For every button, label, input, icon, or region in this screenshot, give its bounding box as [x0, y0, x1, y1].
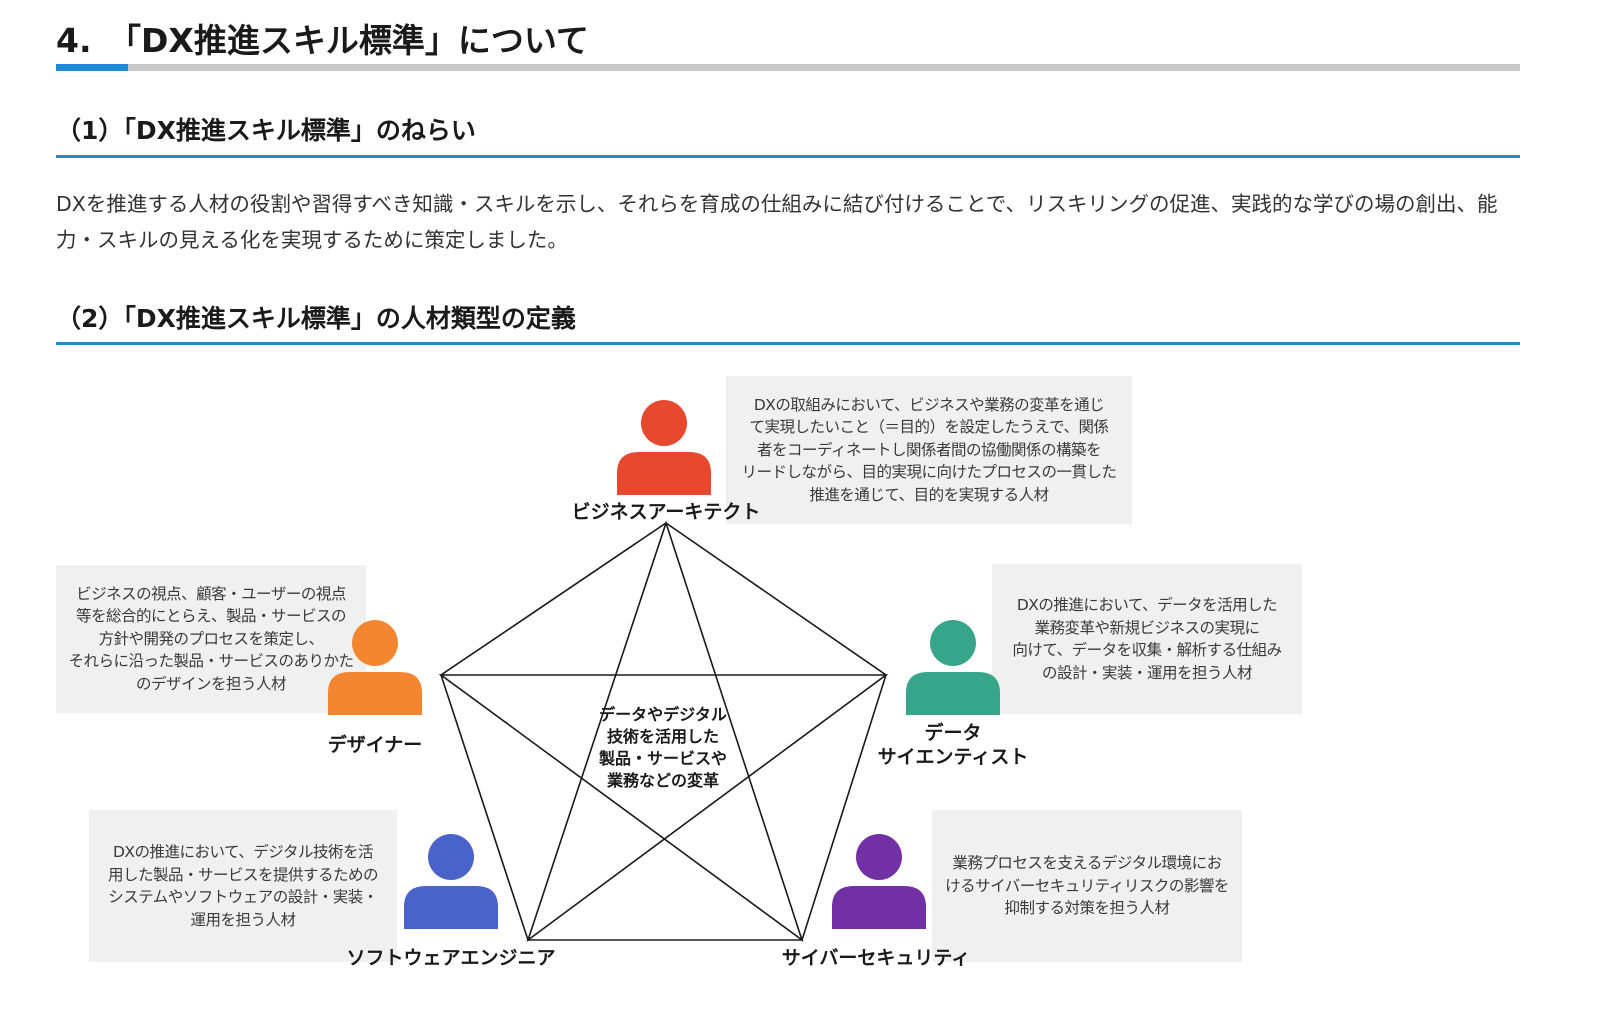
data-scientist-description: DXの推進において、データを活用した 業務変革や新規ビジネスの実現に 向けて、デ…: [992, 564, 1302, 714]
designer-description: ビジネスの視点、顧客・ユーザーの視点 等を総合的にとらえ、製品・サービスの 方針…: [56, 565, 366, 713]
pentagon-outline: [440, 522, 887, 941]
designer-person-icon: [328, 620, 422, 715]
data-scientist-person-icon: [906, 620, 1000, 715]
designer-label: デザイナー: [327, 734, 423, 756]
business-architect-person-icon: [617, 400, 711, 495]
title-underline-accent: [56, 64, 128, 71]
cyber-security-person-icon: [832, 834, 926, 929]
cyber-security-label: サイバーセキュリティ: [781, 947, 971, 969]
page-title: 4. 「DX推進スキル標準」について: [56, 21, 589, 60]
business-architect-description: DXの取組みにおいて、ビジネスや業務の変革を通じ て実現したいこと（＝目的）を設…: [726, 376, 1132, 524]
diagram-center-text: データやデジタル 技術を活用した 製品・サービスや 業務などの変革: [598, 705, 727, 790]
business-architect-label: ビジネスアーキテクト: [571, 501, 761, 523]
pentagram-lines: [438, 520, 889, 943]
aim-body: DXを推進する人材の役割や習得すべき知識・スキルを示し、それらを育成の仕組みに結…: [56, 192, 1498, 252]
types-heading: （2）「DX推進スキル標準」の人材類型の定義: [56, 304, 576, 333]
cyber-security-description: 業務プロセスを支えるデジタル環境にお けるサイバーセキュリティリスクの影響を 抑…: [932, 810, 1242, 962]
software-engineer-label: ソフトウェアエンジニア: [346, 947, 556, 969]
aim-heading: （1）「DX推進スキル標準」のねらい: [56, 116, 476, 145]
software-engineer-person-icon: [404, 834, 498, 929]
aim-heading-underline: [56, 155, 1520, 158]
types-heading-underline: [56, 342, 1520, 345]
title-underline: [56, 64, 1520, 71]
software-engineer-description: DXの推進において、デジタル技術を活 用した製品・サービスを提供するための シス…: [89, 810, 397, 962]
data-scientist-label: データ サイエンティスト: [877, 722, 1029, 768]
